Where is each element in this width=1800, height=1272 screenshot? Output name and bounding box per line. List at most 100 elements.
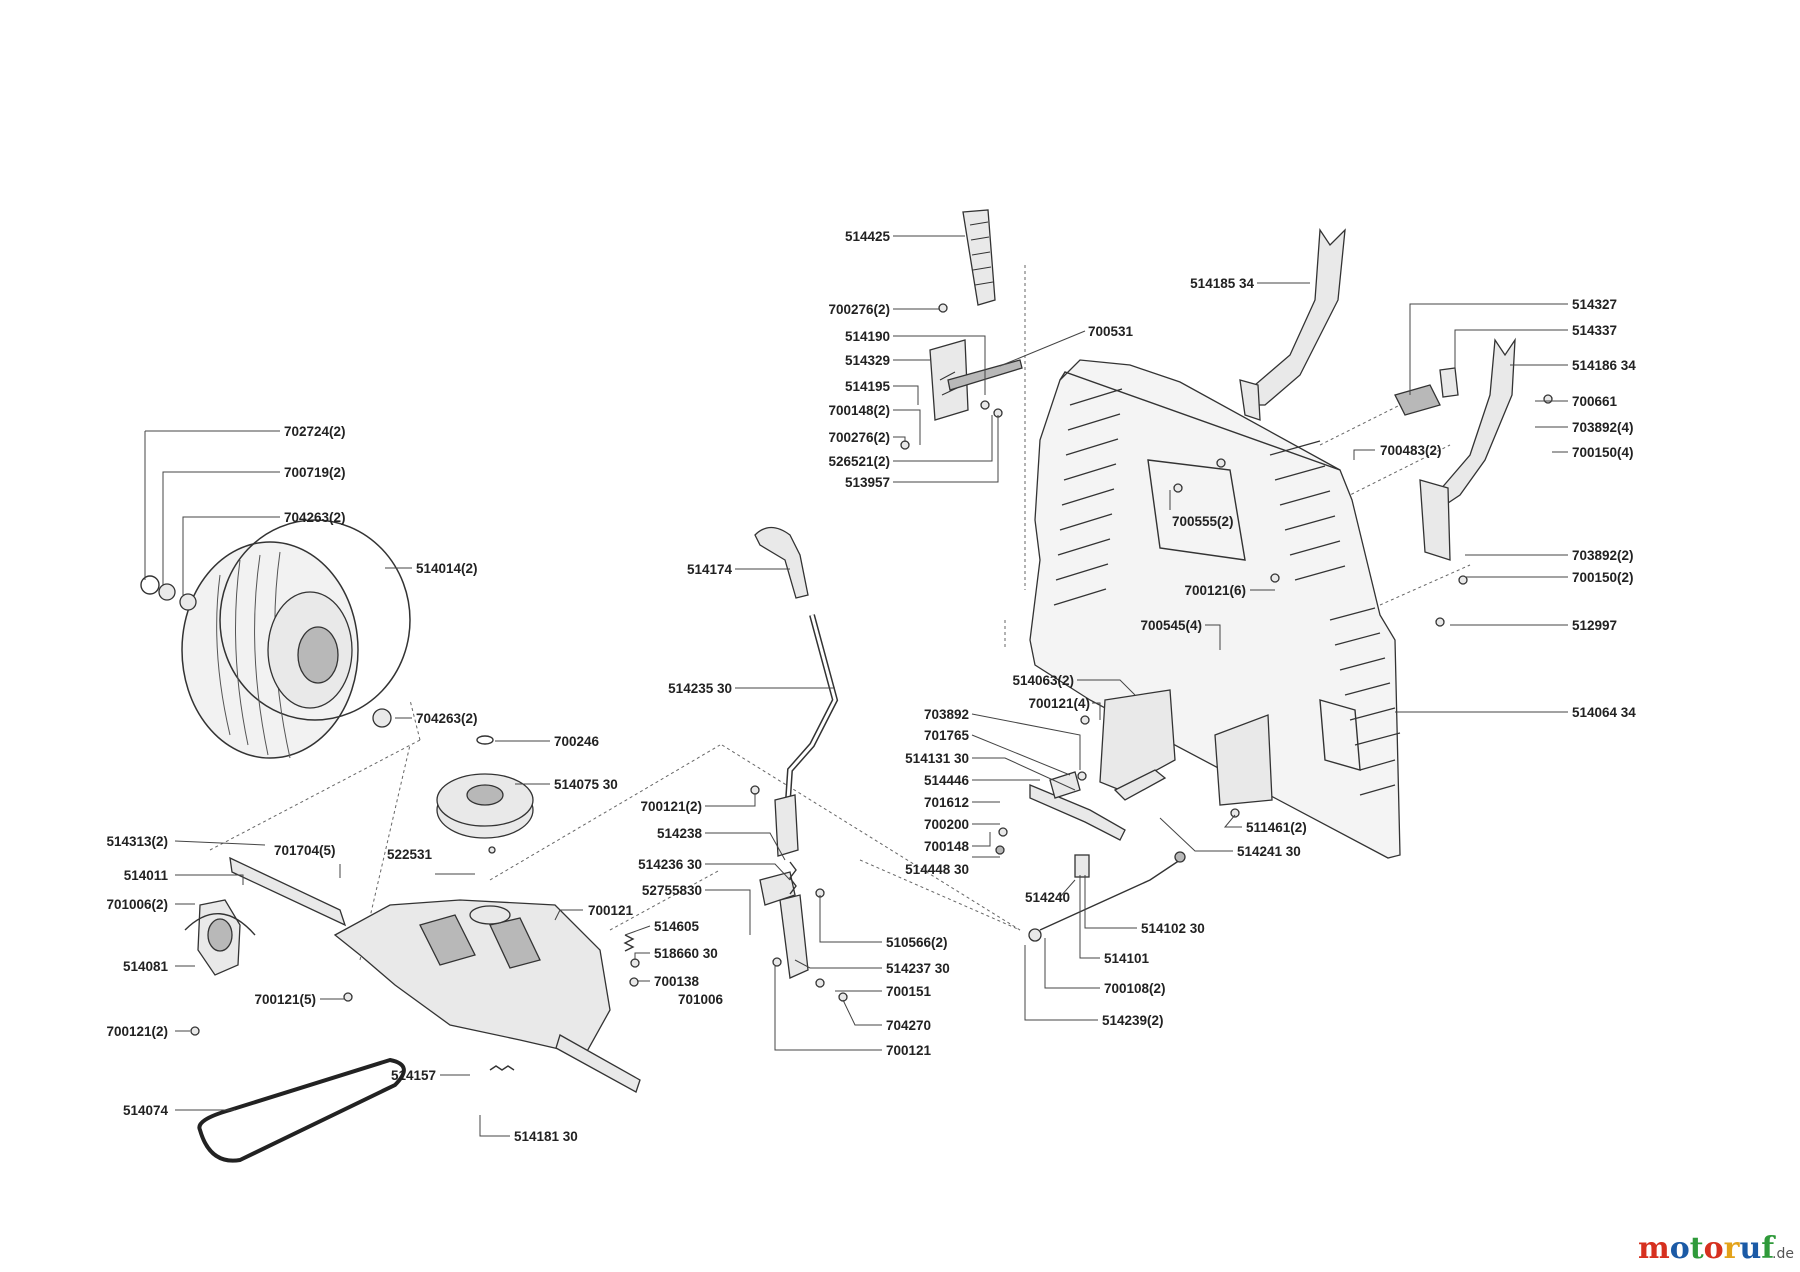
label-514448-30: 514448 30 — [905, 862, 969, 877]
label-701704-5: 701704(5) — [274, 843, 336, 858]
label-703892-4: 703892(4) — [1572, 420, 1634, 435]
label-701612: 701612 — [924, 795, 969, 810]
label-514011: 514011 — [124, 868, 169, 883]
label-700531: 700531 — [1088, 324, 1134, 339]
label-514446: 514446 — [924, 773, 970, 788]
label-700276-2-b: 700276(2) — [828, 430, 890, 445]
label-514239-2: 514239(2) — [1102, 1013, 1164, 1028]
label-700200: 700200 — [924, 817, 969, 832]
label-701006: 701006 — [678, 992, 724, 1007]
label-514157: 514157 — [391, 1068, 436, 1083]
wheel-washers — [140, 575, 392, 728]
label-513957: 513957 — [845, 475, 890, 490]
spring-parts — [489, 861, 797, 1071]
shift-lever — [754, 526, 839, 857]
panel-vent-slots — [1053, 388, 1401, 796]
label-700148: 700148 — [924, 839, 970, 854]
label-514181-30: 514181 30 — [514, 1129, 578, 1144]
label-704263-2-b: 704263(2) — [416, 711, 478, 726]
label-700121-c: 700121 — [886, 1043, 932, 1058]
label-514014-2: 514014(2) — [416, 561, 478, 576]
label-514186-34: 514186 34 — [1572, 358, 1636, 373]
label-514313-2: 514313(2) — [106, 834, 168, 849]
label-700483-2: 700483(2) — [1380, 443, 1442, 458]
leader-lines — [144, 235, 1568, 1137]
pedal-pad — [962, 209, 996, 306]
label-514063-2: 514063(2) — [1012, 673, 1074, 688]
label-702724-2: 702724(2) — [284, 424, 346, 439]
label-700121-d: 700121 — [588, 903, 634, 918]
pulley — [436, 735, 534, 839]
shift-bracket — [759, 871, 809, 979]
seat-bracket-left — [1239, 228, 1346, 421]
label-703892-2: 703892(2) — [1572, 548, 1634, 563]
label-514131-30: 514131 30 — [905, 751, 969, 766]
label-704263-2-a: 704263(2) — [284, 510, 346, 525]
label-514081: 514081 — [123, 959, 169, 974]
rear-panel — [1029, 359, 1401, 859]
label-700121-6: 700121(6) — [1184, 583, 1246, 598]
label-514329: 514329 — [845, 353, 890, 368]
part-labels: 514425 700276(2) 514190 514329 514195 70… — [106, 229, 1636, 1144]
label-514237-30: 514237 30 — [886, 961, 950, 976]
label-700108-2: 700108(2) — [1104, 981, 1166, 996]
pedal-plate — [929, 339, 1023, 421]
wheel-tire — [181, 519, 411, 759]
label-700121-2-b: 700121(2) — [106, 1024, 168, 1039]
drive-belt — [197, 1057, 406, 1163]
label-700545-4: 700545(4) — [1140, 618, 1202, 633]
side-brackets — [1099, 689, 1273, 806]
label-700276-2-a: 700276(2) — [828, 302, 890, 317]
label-514337: 514337 — [1572, 323, 1617, 338]
label-514241-30: 514241 30 — [1237, 844, 1301, 859]
label-514605: 514605 — [654, 919, 700, 934]
label-703892: 703892 — [924, 707, 969, 722]
watermark-suffix: .de — [1772, 1246, 1794, 1262]
label-514185-34: 514185 34 — [1190, 276, 1254, 291]
label-511461-2: 511461(2) — [1246, 820, 1307, 835]
label-700555-2: 700555(2) — [1172, 514, 1234, 529]
watermark-brand: motoruf — [1638, 1231, 1776, 1266]
label-514327: 514327 — [1572, 297, 1617, 312]
label-701006-2: 701006(2) — [106, 897, 168, 912]
label-512997: 512997 — [1572, 618, 1617, 633]
seat-bracket-right — [1419, 337, 1516, 561]
label-700719-2: 700719(2) — [284, 465, 346, 480]
label-52755830: 52755830 — [642, 883, 702, 898]
linkage-arm — [1029, 771, 1126, 878]
label-514240: 514240 — [1025, 890, 1070, 905]
label-514174: 514174 — [687, 562, 733, 577]
label-700121-2-a: 700121(2) — [640, 799, 702, 814]
label-514425: 514425 — [845, 229, 891, 244]
label-514235-30: 514235 30 — [668, 681, 732, 696]
label-526521-2: 526521(2) — [828, 454, 890, 469]
label-518660-30: 518660 30 — [654, 946, 718, 961]
label-700661: 700661 — [1572, 394, 1618, 409]
axle-bearing — [184, 899, 256, 976]
label-704270: 704270 — [886, 1018, 931, 1033]
label-700121-5: 700121(5) — [254, 992, 316, 1007]
label-514075-30: 514075 30 — [554, 777, 618, 792]
label-514236-30: 514236 30 — [638, 857, 702, 872]
label-700151: 700151 — [886, 984, 932, 999]
label-701765: 701765 — [924, 728, 970, 743]
control-rod — [1028, 851, 1186, 942]
label-700246: 700246 — [554, 734, 600, 749]
label-700138: 700138 — [654, 974, 700, 989]
label-700148-2-a: 700148(2) — [828, 403, 890, 418]
label-700150-2: 700150(2) — [1572, 570, 1634, 585]
label-514074: 514074 — [123, 1103, 169, 1118]
label-522531: 522531 — [387, 847, 433, 862]
label-514101: 514101 — [1104, 951, 1150, 966]
label-514190: 514190 — [845, 329, 890, 344]
label-514238: 514238 — [657, 826, 703, 841]
transaxle — [229, 856, 641, 1093]
label-510566-2: 510566(2) — [886, 935, 948, 950]
motoruf-watermark: motoruf .de — [1638, 1231, 1794, 1266]
label-514195: 514195 — [845, 379, 891, 394]
seat-switch — [1394, 367, 1459, 416]
label-514064-34: 514064 34 — [1572, 705, 1636, 720]
label-700121-4: 700121(4) — [1028, 696, 1090, 711]
label-514102-30: 514102 30 — [1141, 921, 1205, 936]
